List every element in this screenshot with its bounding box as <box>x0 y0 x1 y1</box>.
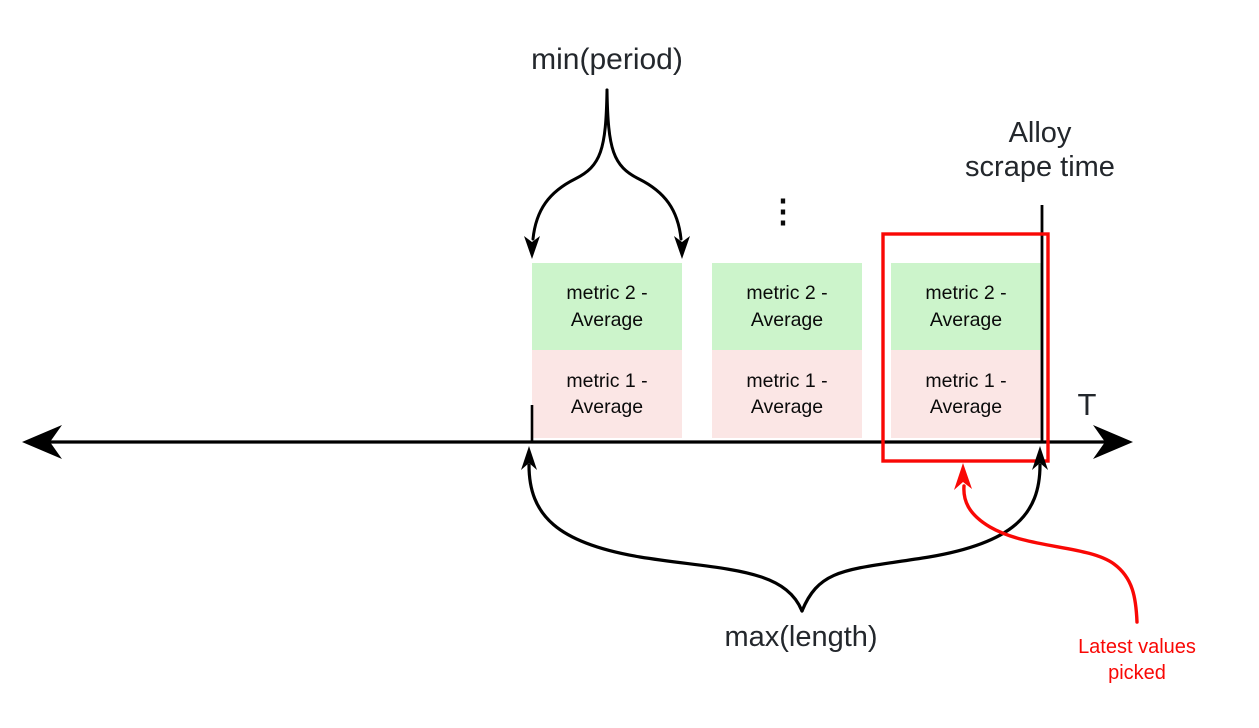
min-period-brace-left <box>531 88 609 241</box>
metric1-box: metric 1 - Average <box>712 350 862 438</box>
max-length-brace-left <box>527 463 804 613</box>
metric1-box: metric 1 - Average <box>891 350 1041 438</box>
metric2-box: metric 2 - Average <box>891 263 1041 350</box>
metric1-box: metric 1 - Average <box>532 350 682 438</box>
metric2-box: metric 2 - Average <box>712 263 862 350</box>
sample-group-1: metric 2 - Average metric 1 - Average <box>532 263 682 438</box>
min-period-label: min(period) <box>531 43 683 76</box>
min-period-brace-right <box>605 88 683 241</box>
max-length-label: max(length) <box>724 621 878 653</box>
timeline-left-arrowhead-icon <box>22 425 62 459</box>
latest-values-arrow-curve <box>962 484 1139 624</box>
min-period-arrowhead-right-icon <box>674 236 690 259</box>
min-period-arrowhead-left-icon <box>524 236 540 259</box>
max-length-arrowhead-right-icon <box>1032 446 1048 470</box>
timeline-right-arrowhead-icon <box>1093 425 1133 459</box>
latest-values-picked-label: Latest values picked <box>1078 636 1196 684</box>
alloy-scrape-time-label: Alloy scrape time <box>965 117 1115 184</box>
latest-values-arrowhead-icon <box>954 463 972 490</box>
max-length-arrowhead-left-icon <box>521 446 537 470</box>
max-length-brace-right <box>800 463 1042 613</box>
time-axis-label: T <box>1077 387 1097 422</box>
sample-group-2: metric 2 - Average metric 1 - Average <box>712 263 862 438</box>
ellipsis-more-samples: ⋮ <box>767 193 799 229</box>
metric2-box: metric 2 - Average <box>532 263 682 350</box>
sample-group-3: metric 2 - Average metric 1 - Average <box>891 263 1041 438</box>
